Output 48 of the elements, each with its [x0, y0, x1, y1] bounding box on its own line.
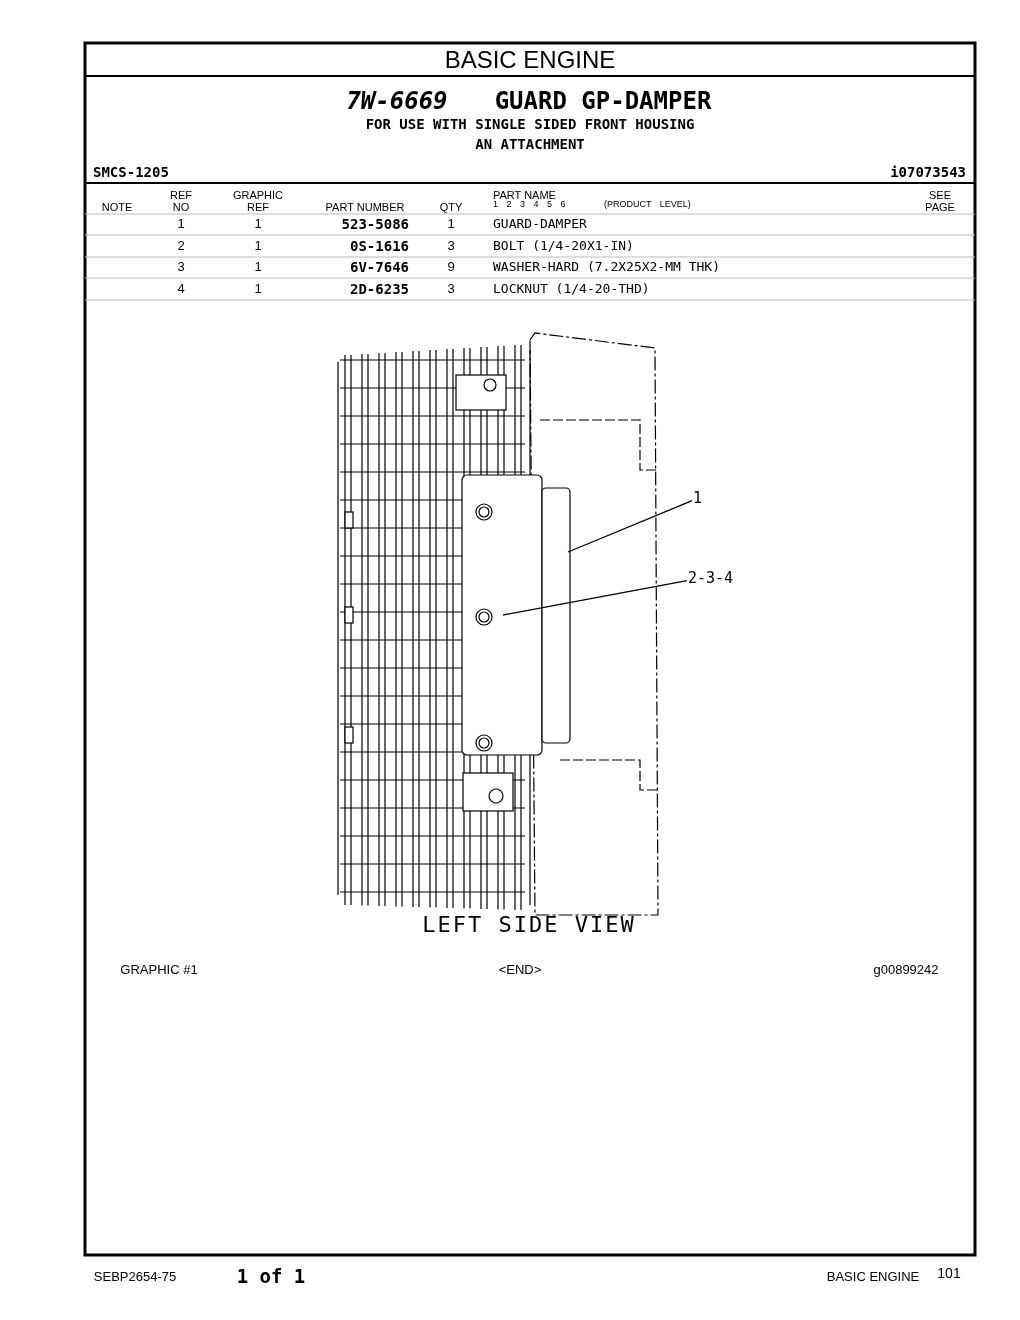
part-number-title: 7W-6669 — [346, 88, 448, 115]
column-header: 1 2 3 4 5 6 — [493, 200, 566, 210]
table-cell: WASHER-HARD (7.2X25X2-MM THK) — [493, 260, 720, 275]
column-header: SEE PAGE — [924, 189, 956, 214]
column-header: PART NUMBER — [325, 201, 405, 214]
document-number: SEBP2654-75 — [93, 1270, 177, 1285]
usage-note: FOR USE WITH SINGLE SIDED FRONT HOUSING — [365, 117, 695, 133]
table-cell: BOLT (1/4-20X1-IN) — [493, 238, 634, 253]
table-cell: 523-5086 — [341, 217, 409, 233]
table-cell: 1 — [177, 217, 185, 232]
table-cell: 1 — [254, 281, 262, 296]
leader-line — [567, 500, 693, 553]
column-header: (PRODUCT LEVEL) — [604, 200, 691, 210]
callout-number: 2-3-4 — [688, 570, 734, 587]
table-cell: 1 — [254, 238, 262, 253]
table-cell: 1 — [254, 217, 262, 232]
table-cell: 3 — [177, 260, 185, 275]
table-cell: 2 — [177, 238, 185, 253]
table-cell: 3 — [447, 281, 455, 296]
document-id: i07073543 — [890, 165, 966, 181]
code-label: SMCS-1205 — [93, 165, 169, 181]
section-name: BASIC ENGINE — [826, 1270, 920, 1285]
column-header: GRAPHIC REF — [231, 189, 285, 214]
table-cell: 2D-6235 — [350, 281, 409, 297]
table-cell: 0S-1616 — [350, 238, 409, 254]
table-cell: 1 — [254, 260, 262, 275]
view-label: LEFT SIDE VIEW — [422, 913, 636, 938]
table-cell: GUARD-DAMPER — [493, 217, 587, 232]
assembly-title: GUARD GP-DAMPER — [494, 88, 712, 115]
usage-note: AN ATTACHMENT — [475, 137, 585, 153]
leader-line — [502, 580, 688, 616]
column-header: PART NAME — [493, 189, 556, 201]
table-cell: LOCKNUT (1/4-20-THD) — [493, 281, 650, 296]
page-number: 101 — [937, 1266, 961, 1282]
table-cell: 9 — [447, 260, 455, 275]
graphic-label: GRAPHIC #1 — [120, 963, 198, 978]
graphic-id: g00899242 — [873, 963, 939, 978]
callout-number: 1 — [693, 490, 703, 507]
table-cell: 3 — [447, 238, 455, 253]
column-header: NOTE — [101, 201, 133, 214]
column-header: REF NO — [169, 189, 193, 214]
end-marker: <END> — [498, 963, 542, 978]
section-title: BASIC ENGINE — [444, 47, 616, 74]
column-header: QTY — [439, 201, 463, 214]
page-count: 1 of 1 — [236, 1266, 306, 1287]
table-cell: 6V-7646 — [350, 260, 409, 276]
table-cell: 1 — [447, 217, 455, 232]
table-cell: 4 — [177, 281, 185, 296]
